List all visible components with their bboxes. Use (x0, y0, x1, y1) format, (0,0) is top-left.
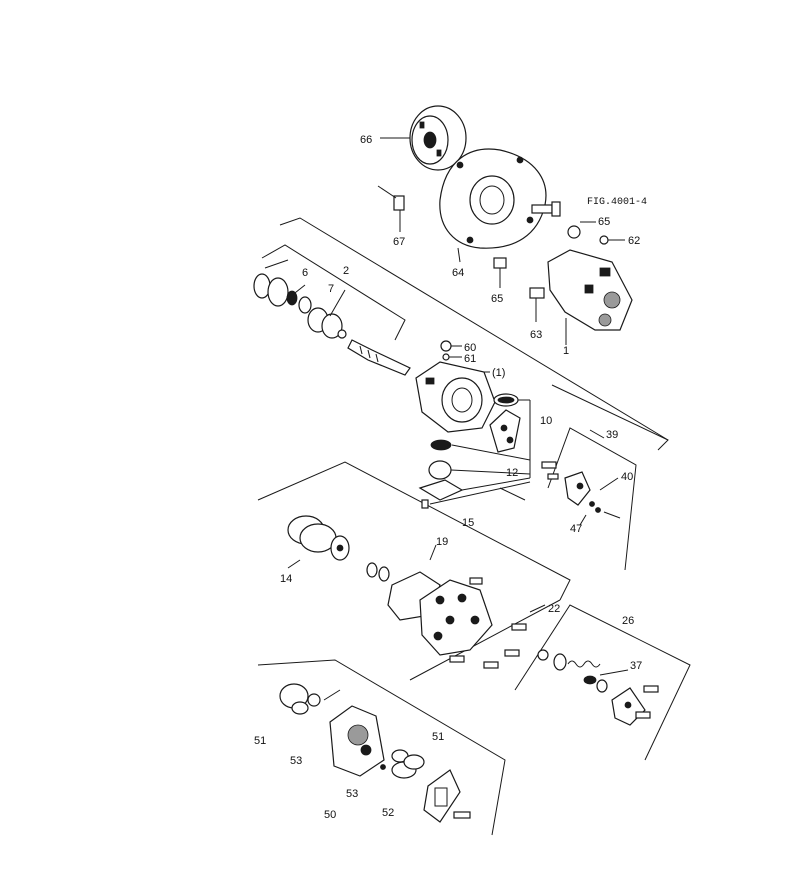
callout-26: 26 (622, 615, 634, 627)
callout-7: 7 (328, 283, 334, 295)
callout-65-upper: 65 (598, 216, 610, 228)
callout-10: 10 (540, 415, 552, 427)
callout-labels: FIG.4001-4 66 67 64 65 65 62 63 1 6 2 7 … (254, 134, 647, 821)
callout-51-left: 51 (254, 735, 266, 747)
group-lines (257, 217, 691, 836)
callout-14: 14 (280, 573, 292, 585)
part-pump-body (529, 235, 633, 345)
leader-lines (285, 284, 629, 676)
callout-6: 6 (302, 267, 308, 279)
callout-66: 66 (360, 134, 372, 146)
callout-12: 12 (506, 467, 518, 479)
callout-51-right: 51 (432, 731, 444, 743)
part-shaft-assembly (253, 259, 411, 376)
callout-65-lower: 65 (491, 293, 503, 305)
figure-ref-label: FIG.4001-4 (587, 197, 647, 208)
part-bottom-cover (279, 683, 471, 823)
part-bolt-65-lower (493, 257, 507, 288)
part-spring-group (537, 649, 659, 726)
callout-1-housing: (1) (492, 367, 505, 379)
callout-53-left: 53 (290, 755, 302, 767)
part-middle-housing (415, 340, 496, 433)
callout-62: 62 (628, 235, 640, 247)
part-valve-group (541, 461, 621, 519)
callout-63: 63 (530, 329, 542, 341)
callout-37: 37 (630, 660, 642, 672)
callout-60: 60 (464, 342, 476, 354)
part-housing-flange (439, 148, 547, 263)
callout-64: 64 (452, 267, 464, 279)
callout-67: 67 (393, 236, 405, 248)
part-wheel (380, 105, 467, 171)
callout-15: 15 (462, 517, 474, 529)
callout-61: 61 (464, 353, 476, 365)
callout-1: 1 (563, 345, 569, 357)
part-bolt-65-upper (531, 201, 596, 239)
callout-39: 39 (606, 429, 618, 441)
callout-50: 50 (324, 809, 336, 821)
callout-52: 52 (382, 807, 394, 819)
callout-2: 2 (343, 265, 349, 277)
callout-22: 22 (548, 603, 560, 615)
callout-53-right: 53 (346, 788, 358, 800)
part-gear-pump (287, 515, 527, 669)
callout-19: 19 (436, 536, 448, 548)
callout-40: 40 (621, 471, 633, 483)
part-bolt-67 (377, 185, 405, 232)
part-piston-group (418, 393, 531, 509)
callout-47: 47 (570, 523, 582, 535)
